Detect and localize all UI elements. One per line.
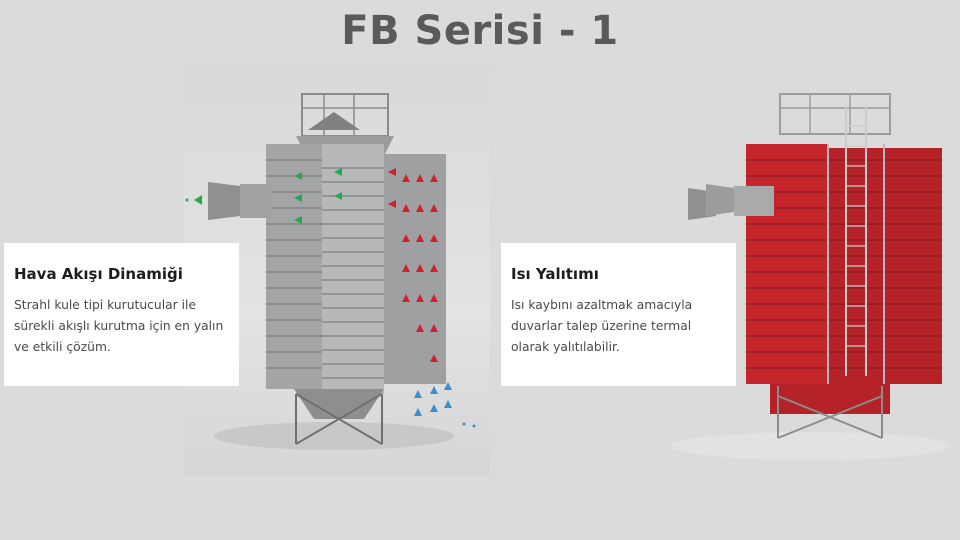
insulation-info-card: Isı Yalıtımı Isı kaybını azaltmak amacıy… [501, 243, 736, 386]
dryer-cutaway-image [184, 64, 490, 476]
airflow-card-text: Strahl kule tipi kurutucular ile sürekli… [14, 298, 224, 354]
airflow-info-card: Hava Akışı Dinamiği Strahl kule tipi kur… [4, 243, 239, 386]
slide-title: FB Serisi - 1 [341, 8, 619, 54]
insulation-card-text: Isı kaybını azaltmak amacıyla duvarlar t… [511, 298, 693, 354]
insulation-card-heading: Isı Yalıtımı [511, 265, 599, 283]
airflow-card-heading: Hava Akışı Dinamiği [14, 265, 183, 283]
dryer-insulated-image [660, 86, 960, 470]
